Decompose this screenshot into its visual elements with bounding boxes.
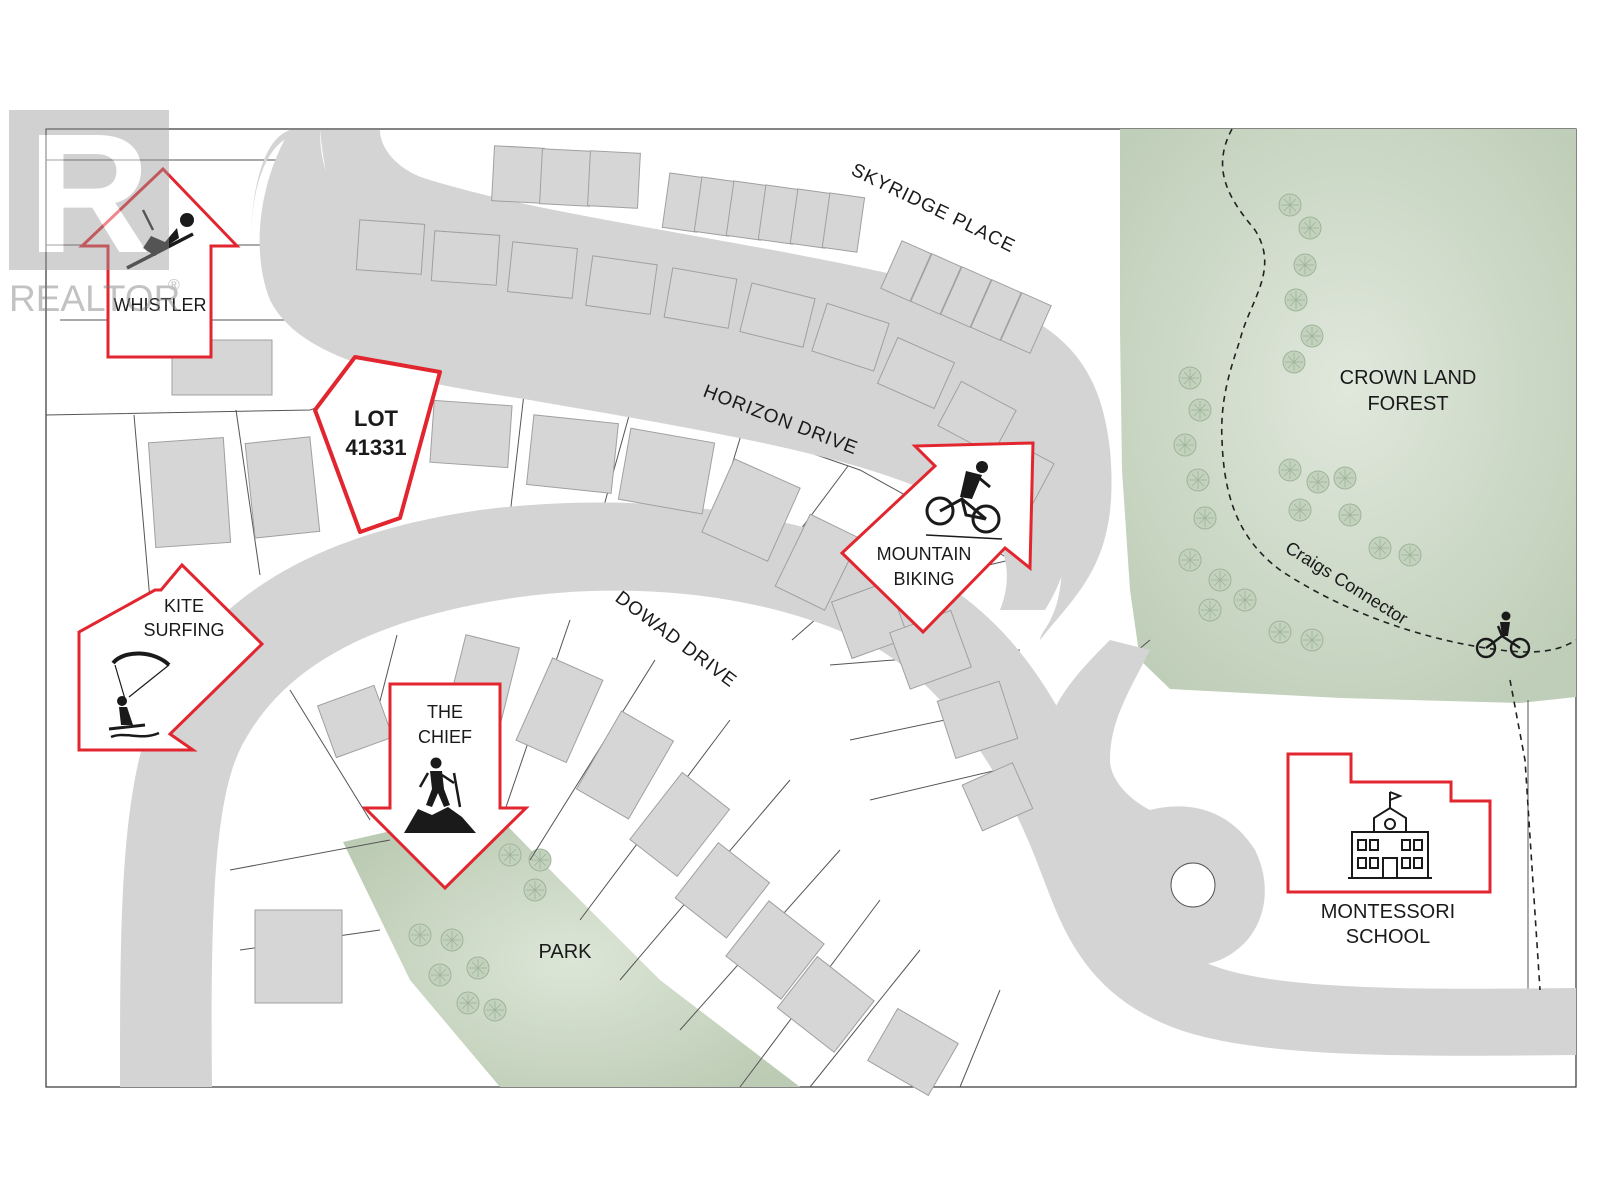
the-chief-label-line1: THE [427, 702, 463, 722]
craigs-connector-trail [1220, 128, 1577, 991]
lot-41331-outline[interactable] [313, 355, 442, 534]
lot-number-line2: 41331 [345, 435, 406, 460]
school-label-line1: MONTESSORI [1321, 901, 1455, 923]
montessori-school-outline [1286, 752, 1492, 894]
realtor-registered-mark: ® [168, 277, 180, 294]
crown-land-label-line1: CROWN LAND [1340, 367, 1477, 389]
mountain-biking-direction-sign: MOUNTAIN BIKING [839, 441, 1035, 635]
mountain-biking-label-line2: BIKING [893, 569, 954, 589]
trail-biker-icon [1475, 611, 1531, 659]
realtor-logo-letter: R [28, 99, 151, 289]
hiker-icon [404, 757, 476, 833]
school-label-line2: SCHOOL [1346, 926, 1430, 948]
the-chief-direction-sign: THE CHIEF [361, 682, 530, 891]
buildings [147, 145, 1055, 1097]
kite-surfing-label-line1: KITE [164, 596, 204, 616]
cul-de-sac-island [1170, 862, 1216, 908]
lot-number-line1: LOT [354, 406, 399, 431]
realtor-logo-text: REALTOR [9, 278, 180, 319]
mountain-biker-icon [925, 461, 1003, 540]
whistler-label: WHISTLER [113, 295, 206, 315]
skier-icon [126, 209, 194, 270]
school-building-icon [1348, 791, 1432, 879]
kite-surfing-label-line2: SURFING [144, 620, 225, 640]
the-chief-label-line2: CHIEF [418, 727, 472, 747]
mountain-biking-label-line1: MOUNTAIN [877, 544, 972, 564]
whistler-direction-sign: WHISTLER [78, 166, 241, 359]
realtor-watermark: R REALTOR ® [9, 99, 180, 319]
skyridge-road-band [259, 130, 1074, 610]
crown-land-forest-area [1120, 129, 1576, 703]
park-label: PARK [539, 941, 593, 963]
kite-surfer-icon [108, 651, 171, 739]
crown-land-label-line2: FOREST [1367, 393, 1448, 415]
kite-surfing-direction-sign: KITE SURFING [77, 562, 265, 752]
